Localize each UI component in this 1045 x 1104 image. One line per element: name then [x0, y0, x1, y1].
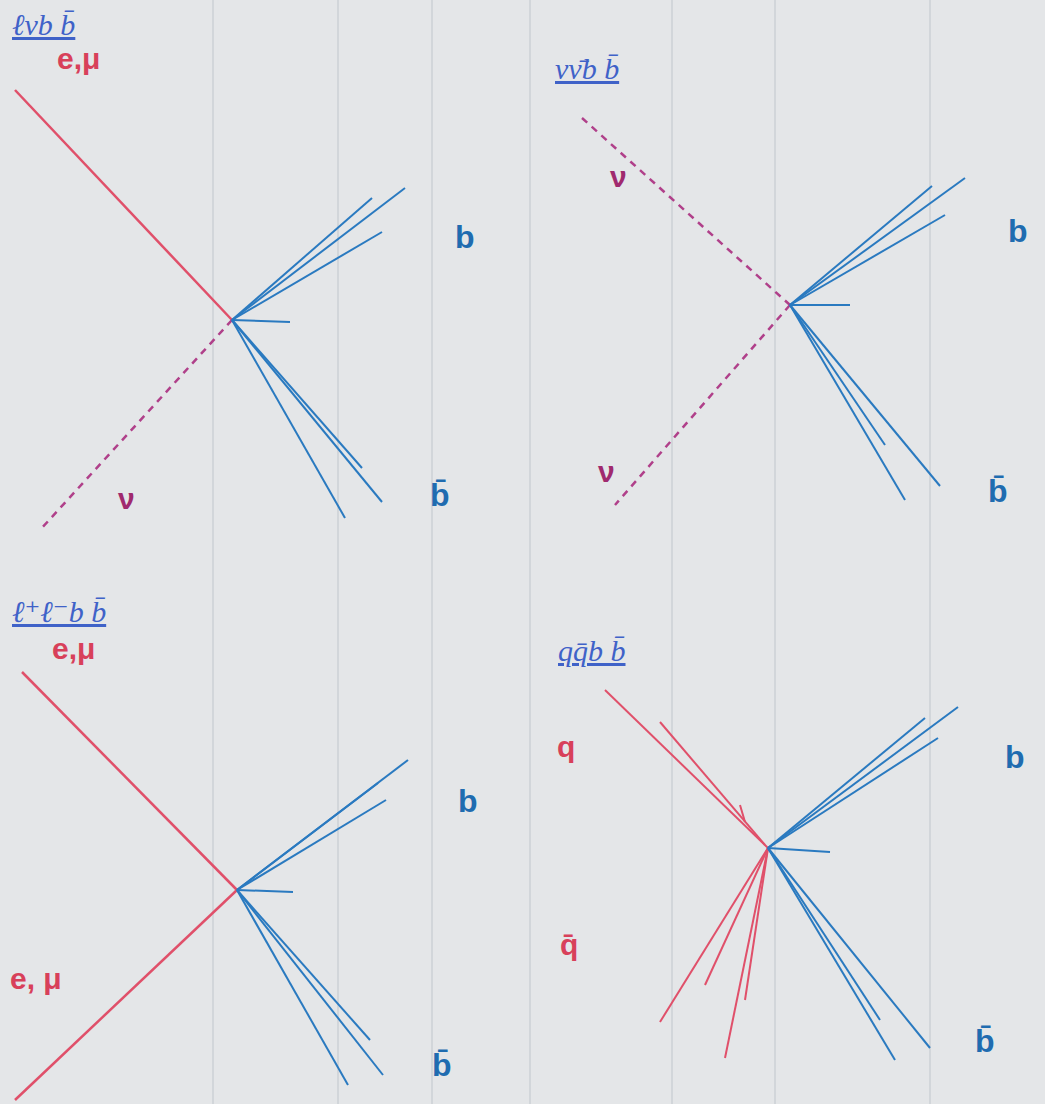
quark-label: b̄	[430, 478, 450, 513]
lepton-label: e,μ	[57, 42, 100, 75]
neutrino-label: ν	[118, 482, 135, 515]
background-grid	[213, 0, 930, 1104]
panel-title: νν̄b b̄	[555, 52, 619, 85]
quark-label: q	[557, 730, 575, 763]
quark-label: b	[1008, 214, 1028, 249]
lepton-track	[15, 90, 232, 320]
b-jet	[237, 760, 408, 1085]
neutrino-label: ν	[598, 455, 615, 488]
quark-label: b	[458, 784, 478, 819]
quark-jet	[605, 690, 768, 1058]
quark-label: b̄	[988, 474, 1008, 509]
b-jet	[768, 707, 958, 1060]
panel-title: qq̄b b̄	[558, 634, 626, 667]
b-jet	[232, 188, 405, 518]
quark-label: b	[455, 220, 475, 255]
b-jet	[790, 178, 965, 500]
panel-title: ℓ⁺ℓ⁻b b̄	[12, 595, 106, 628]
neutrino-track	[582, 118, 790, 505]
quark-label: b̄	[432, 1048, 452, 1083]
neutrino-track	[40, 320, 232, 530]
panel-title: ℓνb b̄	[12, 8, 75, 41]
quark-label: q̄	[560, 928, 578, 961]
quark-label: b	[1005, 740, 1025, 775]
lepton-track	[15, 672, 237, 1100]
lepton-label: e,μ	[52, 632, 95, 665]
quark-label: b̄	[975, 1024, 995, 1059]
neutrino-label: ν	[610, 160, 627, 193]
lepton-label: e, μ	[10, 962, 62, 995]
